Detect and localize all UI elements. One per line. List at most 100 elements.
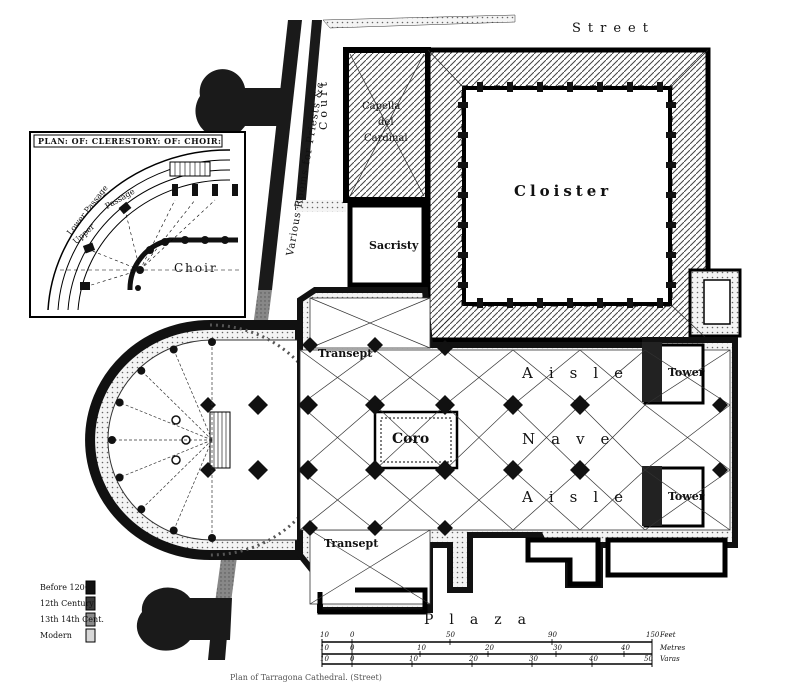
scale-varas-tick-1: 0 xyxy=(350,655,355,663)
nave-pier xyxy=(503,460,523,480)
piers xyxy=(200,337,728,536)
cloister-pier xyxy=(666,102,676,108)
scale-metres-tick-5: 40 xyxy=(621,644,630,652)
nave-pier xyxy=(248,395,268,415)
scale-varas-tick-6: 50 xyxy=(644,655,653,663)
plaza-label: Plaza xyxy=(424,612,542,628)
vault-rib xyxy=(299,349,376,406)
apse-pier xyxy=(115,473,124,482)
legend-swatches xyxy=(85,580,96,643)
cloister-pier xyxy=(666,192,676,198)
cloister-pier xyxy=(458,252,468,258)
wall-pier xyxy=(302,337,318,353)
scale-metres-tick-2: 10 xyxy=(417,644,426,652)
legend-13th-14th-century: 13th 14th Cent. xyxy=(40,615,104,624)
capella-label-1: Capella xyxy=(362,101,401,112)
caption: Plan of Tarragona Cathedral. (Street) xyxy=(230,673,382,682)
nave-pier xyxy=(298,460,318,480)
cloister-pier xyxy=(458,192,468,198)
cloister-pier xyxy=(627,298,633,308)
aisle-south-label: Aisle xyxy=(522,488,640,506)
scale-varas-tick-2: 10 xyxy=(409,655,418,663)
apse-pier xyxy=(115,398,124,407)
vault-rib xyxy=(374,404,446,471)
wall-pier xyxy=(712,462,728,478)
vault-rib xyxy=(299,404,376,471)
scale-metres-tick-3: 20 xyxy=(485,644,494,652)
coro-label: Coro xyxy=(392,431,430,447)
cloister-piers xyxy=(458,82,676,308)
nave-pier xyxy=(570,460,590,480)
choir-label: Choir xyxy=(174,261,218,275)
apse-pier xyxy=(137,505,146,514)
nave-body xyxy=(209,287,738,615)
tower-north-label: Tower xyxy=(668,366,705,379)
cloister-pier xyxy=(537,298,543,308)
cloister-pier xyxy=(477,82,483,92)
nave-pier xyxy=(298,395,318,415)
nave-label: Nave xyxy=(522,430,626,448)
apse-pier xyxy=(108,436,116,444)
nave-pier xyxy=(435,460,455,480)
cloister-pier xyxy=(507,298,513,308)
vault-rib xyxy=(444,349,514,406)
vault-rib xyxy=(579,349,646,406)
legend-before-1200: Before 1200 xyxy=(40,583,90,592)
apse-ribs xyxy=(108,338,216,542)
vault-rib xyxy=(644,404,731,471)
aisle-north-label: Aisle xyxy=(522,364,640,382)
nave-pier xyxy=(435,395,455,415)
cloister-pier xyxy=(458,102,468,108)
scale-metres-tick-4: 30 xyxy=(553,644,562,652)
nave-pier xyxy=(248,460,268,480)
cloister-pier xyxy=(507,82,513,92)
apse-rib xyxy=(119,439,213,478)
cloister-pier xyxy=(477,298,483,308)
cloister-pier xyxy=(666,282,676,288)
apse-rib xyxy=(141,370,213,441)
capella-label-3: Cardinal xyxy=(364,133,408,144)
vault-rib xyxy=(374,469,446,531)
cloister-pier xyxy=(458,222,468,228)
cloister-pier xyxy=(666,132,676,138)
scale-feet-tick-1: 0 xyxy=(350,631,355,639)
transept-rib xyxy=(309,297,431,349)
vault-rib xyxy=(299,469,376,531)
transept-rib xyxy=(309,529,431,605)
altar-mark xyxy=(181,435,191,445)
apse-rib xyxy=(173,439,213,531)
vault-rib xyxy=(512,349,581,406)
nave-pier xyxy=(365,460,385,480)
apse-pier xyxy=(208,338,216,346)
cloister-pier xyxy=(666,252,676,258)
apse-rib xyxy=(141,439,213,510)
scale-metres-label: Metres xyxy=(660,644,686,652)
scale-varas-label: Varas xyxy=(660,655,680,663)
cloister-pier xyxy=(627,82,633,92)
vault-rib xyxy=(374,349,446,406)
vault-rib xyxy=(512,404,581,471)
apse-pier xyxy=(169,526,178,535)
cloister-pier xyxy=(567,298,573,308)
scale-metres-tick-0: 10 xyxy=(320,644,329,652)
wall-pier xyxy=(367,520,383,536)
inset-title: PLAN: OF: CLERESTORY: OF: CHOIR: xyxy=(38,136,222,146)
apse-pier xyxy=(208,534,216,542)
nave-pier xyxy=(503,395,523,415)
tower-south-label: Tower xyxy=(668,490,705,503)
cloister-pier xyxy=(458,282,468,288)
scale-varas-tick-4: 30 xyxy=(529,655,538,663)
clerestory-inset xyxy=(29,131,246,318)
scale-varas-tick-5: 40 xyxy=(589,655,598,663)
apse-rib xyxy=(173,349,213,441)
cloister-pier xyxy=(597,82,603,92)
sacristy-room xyxy=(347,202,427,288)
capella-label-2: del xyxy=(378,117,394,128)
vault-rib xyxy=(579,469,646,531)
transept-south-label: Transept xyxy=(324,537,379,550)
cloister-pier xyxy=(657,298,663,308)
cloister-block xyxy=(343,47,742,343)
cloister-pier xyxy=(666,162,676,168)
